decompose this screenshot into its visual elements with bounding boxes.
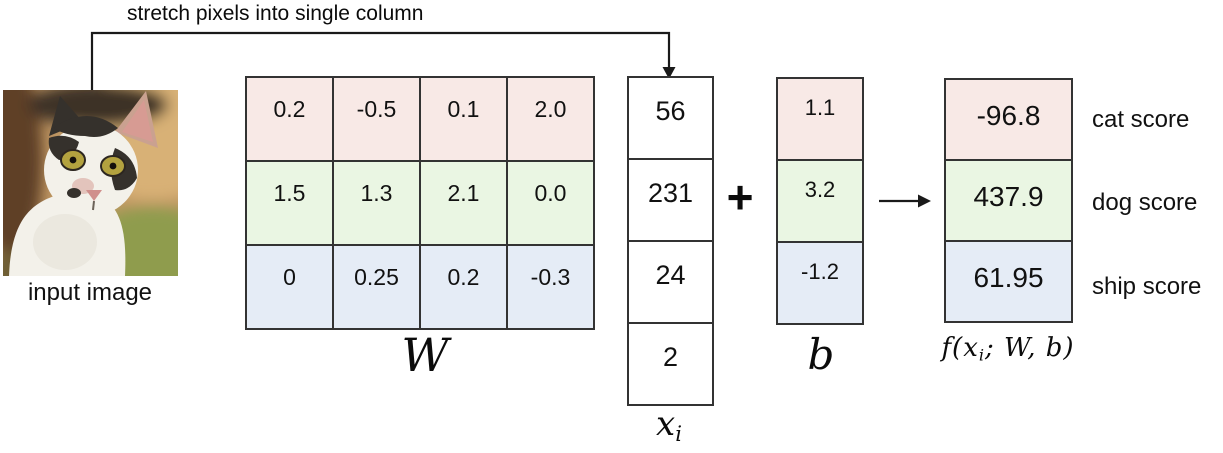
bias-vector: 1.1 3.2 -1.2: [776, 77, 864, 325]
f-cell-0: -96.8: [946, 80, 1071, 159]
cat-score-label: cat score: [1092, 106, 1190, 133]
x-cell-2: 24: [629, 242, 712, 322]
plus-operator: +: [726, 171, 754, 223]
weight-matrix-label: W: [401, 328, 449, 382]
w-cell-r0c2: 0.1: [421, 78, 506, 160]
b-cell-1: 3.2: [778, 161, 862, 241]
w-cell-r2c1: 0.25: [334, 246, 419, 328]
bias-vector-label: b: [807, 330, 835, 379]
arrowhead-right-icon: [918, 194, 931, 208]
ship-score-label: ship score: [1092, 273, 1202, 300]
input-pixel-vector: 56 231 24 2: [627, 76, 714, 406]
f-cell-1: 437.9: [946, 161, 1071, 240]
b-cell-0: 1.1: [778, 79, 862, 159]
output-vector-label: f(xi; W, b): [941, 333, 1075, 365]
f-cell-2: 61.95: [946, 242, 1071, 321]
w-cell-r2c0: 0: [247, 246, 332, 328]
x-cell-3: 2: [629, 324, 712, 404]
stretch-arrow-label: stretch pixels into single column: [127, 2, 424, 25]
weight-matrix: 0.2 -0.5 0.1 2.0 1.5 1.3 2.1 0.0 0 0.25 …: [245, 76, 595, 330]
b-cell-2: -1.2: [778, 243, 862, 323]
input-image-cat-photo: [3, 90, 178, 276]
input-image-label: input image: [27, 279, 153, 306]
w-cell-r0c0: 0.2: [247, 78, 332, 160]
w-cell-r2c2: 0.2: [421, 246, 506, 328]
w-cell-r1c0: 1.5: [247, 162, 332, 244]
w-cell-r2c3: -0.3: [508, 246, 593, 328]
output-score-vector: -96.8 437.9 61.95: [944, 78, 1073, 323]
w-cell-r1c1: 1.3: [334, 162, 419, 244]
dog-score-label: dog score: [1092, 189, 1198, 216]
w-cell-r0c1: -0.5: [334, 78, 419, 160]
x-cell-1: 231: [629, 160, 712, 240]
w-cell-r1c2: 2.1: [421, 162, 506, 244]
cat-figure: [9, 91, 158, 276]
result-arrow: [879, 194, 931, 208]
w-cell-r0c3: 2.0: [508, 78, 593, 160]
w-cell-r1c3: 0.0: [508, 162, 593, 244]
x-cell-0: 56: [629, 78, 712, 158]
input-vector-label: xi: [656, 404, 682, 446]
